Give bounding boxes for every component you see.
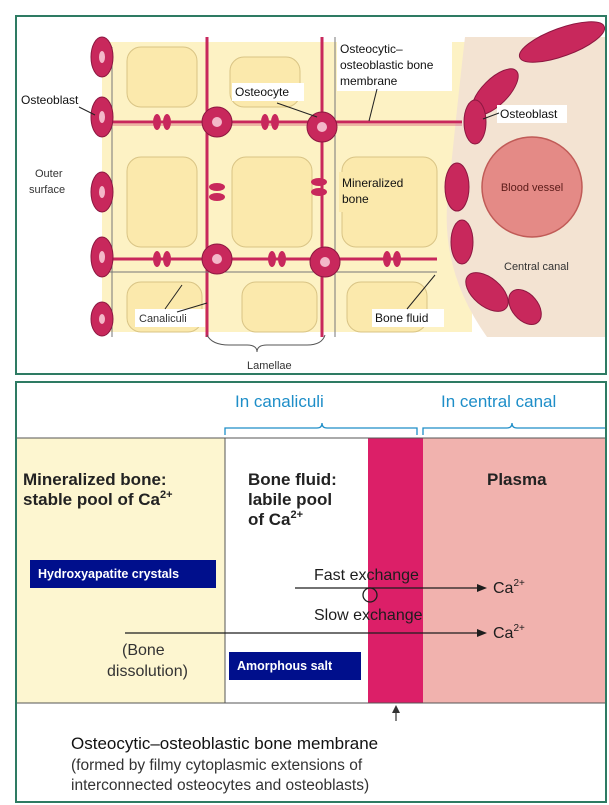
mineralized-label-2: bone (342, 192, 369, 206)
mineralized-title-1: Mineralized bone: (23, 470, 167, 489)
amorphous-salt-label: Amorphous salt (229, 652, 361, 680)
header-in-canaliculi: In canaliculi (235, 392, 324, 411)
bone-structure-panel: Osteoblast Osteocyte Osteocytic– osteobl… (15, 15, 607, 375)
bone-fluid-title-2: labile pool (248, 490, 332, 509)
calcium-exchange-panel: In canaliculi In central canal Mineraliz… (15, 381, 607, 803)
osteoblast-left-label: Osteoblast (21, 93, 79, 107)
bracket-canaliculi (225, 423, 417, 435)
membrane-label-1: Osteocytic– (340, 42, 403, 56)
canaliculi-label: Canaliculi (139, 313, 187, 325)
mineralized-title-2: stable pool of Ca2+ (23, 489, 173, 509)
slow-exchange-label: Slow exchange (314, 607, 423, 624)
bone-fluid-title-1: Bone fluid: (248, 470, 337, 489)
bracket-central-canal (423, 423, 605, 435)
bone-dissolution-2: dissolution) (107, 663, 188, 680)
membrane-label-2: osteoblastic bone (340, 58, 434, 72)
bone-structure-diagram: Osteoblast Osteocyte Osteocytic– osteobl… (17, 17, 605, 373)
bone-dissolution-1: (Bone (122, 642, 165, 659)
plasma-title: Plasma (487, 470, 547, 489)
caption-title: Osteocytic–osteoblastic bone membrane (71, 734, 378, 753)
osteocyte-label: Osteocyte (235, 85, 289, 99)
fast-exchange-label: Fast exchange (314, 567, 419, 584)
hydroxyapatite-label: Hydroxyapatite crystals (30, 560, 216, 588)
lamellae-bracket (207, 335, 325, 352)
header-in-central-canal: In central canal (441, 392, 556, 411)
caption-pointer-head (392, 705, 400, 713)
lamellae-label: Lamellae (247, 360, 292, 372)
caption-line-1: (formed by filmy cytoplasmic extensions … (71, 757, 363, 774)
outer-surface-label-1: Outer (35, 168, 63, 180)
calcium-exchange-diagram: In canaliculi In central canal Mineraliz… (17, 383, 605, 801)
mineralized-label-1: Mineralized (342, 176, 403, 190)
outer-surface-label-2: surface (29, 184, 65, 196)
blood-vessel-label: Blood vessel (501, 182, 563, 194)
membrane-label-3: membrane (340, 74, 398, 88)
bone-fluid-label: Bone fluid (375, 311, 428, 325)
caption-line-2: interconnected osteocytes and osteoblast… (71, 777, 369, 794)
central-canal-label: Central canal (504, 261, 569, 273)
osteoblast-right-label: Osteoblast (500, 107, 558, 121)
